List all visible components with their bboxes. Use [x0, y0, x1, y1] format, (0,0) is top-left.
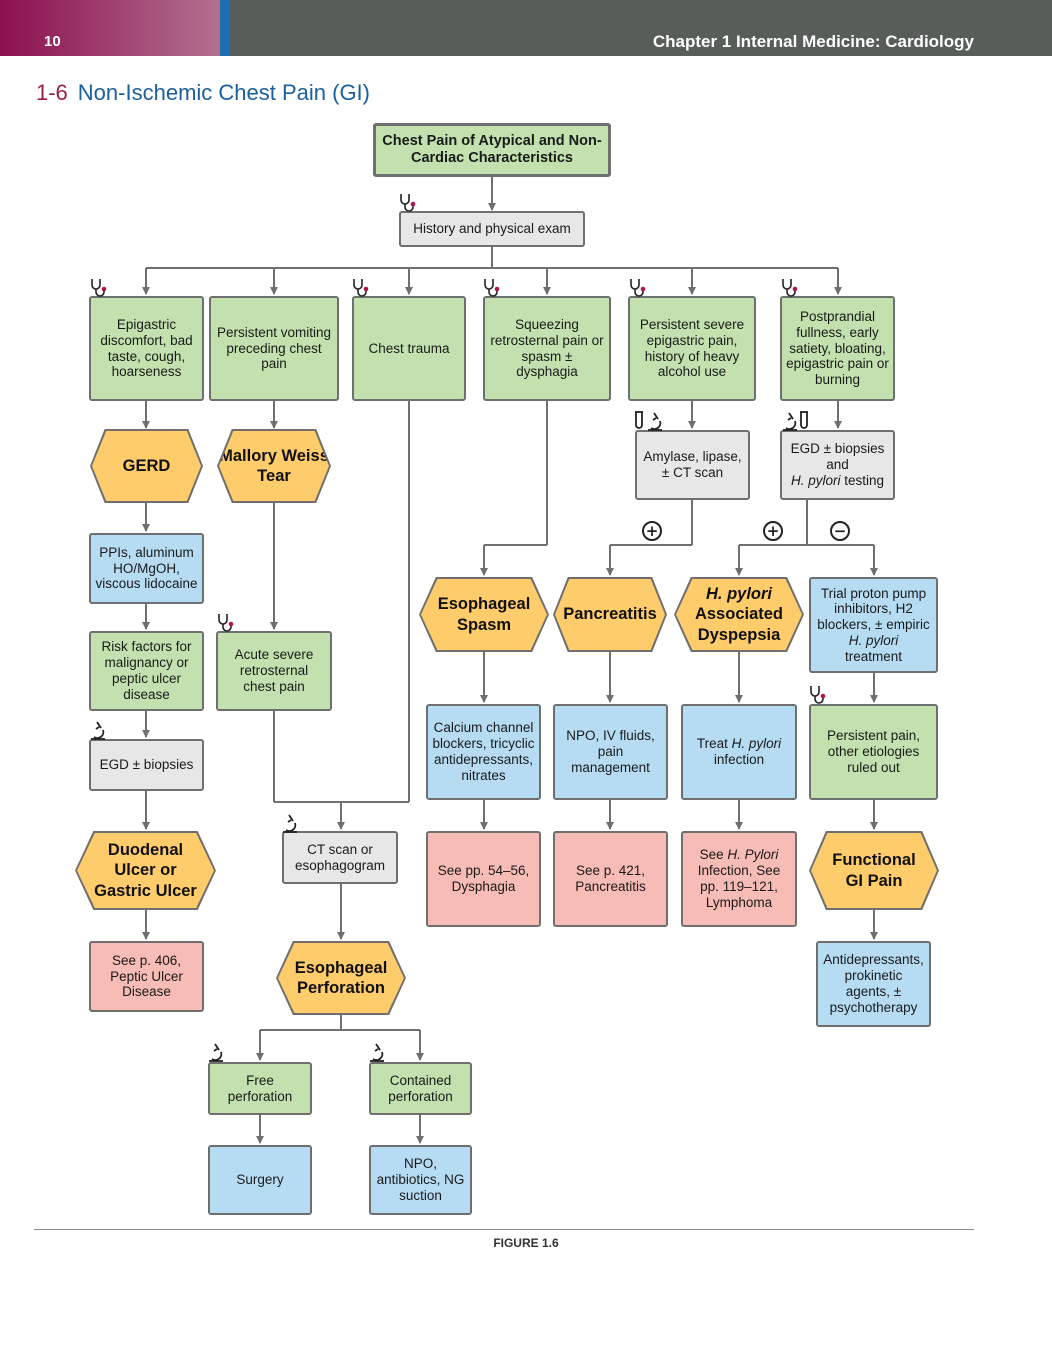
node-free-perforation: Free perforation	[208, 1062, 312, 1115]
node-postprandial: Postprandial fullness, early satiety, bl…	[780, 296, 895, 401]
page-number: 10	[44, 33, 61, 50]
positive-result-icon: +	[763, 521, 783, 541]
stethoscope-icon	[353, 279, 369, 297]
microscope-icon	[283, 814, 297, 833]
section-number: 1-6	[36, 80, 68, 105]
node-contained-perforation: Contained perforation	[369, 1062, 472, 1115]
section-title: 1-6 Non-Ischemic Chest Pain (GI)	[36, 80, 370, 106]
negative-result-icon: −	[830, 521, 850, 541]
stethoscope-icon	[91, 279, 107, 297]
trial-italic: H. pylori	[848, 632, 899, 648]
node-npo-antibiotics: NPO, antibiotics, NG suction	[369, 1145, 472, 1215]
see-lymph-text: See	[699, 847, 724, 863]
positive-sign: +	[646, 522, 659, 540]
node-calcium: Calcium channel blockers, tricyclic anti…	[426, 704, 541, 800]
see-lymph-italic: H. Pylori	[727, 847, 779, 863]
node-persistent: Persistent pain, other etiologies ruled …	[809, 704, 938, 800]
microscope-icon	[370, 1043, 384, 1062]
node-egd-biopsies: EGD ± biopsies	[89, 739, 204, 791]
treat-hp-italic: H. pylori	[731, 736, 782, 752]
node-history: History and physical exam	[399, 211, 585, 247]
node-see-pancreatitis: See p. 421, Pancreatitis	[553, 831, 668, 927]
test-tube-icon	[635, 411, 643, 429]
node-vomiting: Persistent vomiting preceding chest pain	[209, 296, 339, 401]
footer-rule	[34, 1229, 974, 1230]
dx-duodenal-label: Duodenal Ulcer or Gastric Ulcer	[77, 833, 214, 908]
microscope-icon	[648, 412, 662, 431]
stethoscope-icon	[400, 194, 416, 212]
node-trauma: Chest trauma	[352, 296, 466, 401]
stethoscope-icon	[810, 686, 826, 704]
microscope-icon	[209, 1043, 223, 1062]
stethoscope-icon	[782, 279, 798, 297]
dx-esophageal-perforation: Esophageal Perforation	[276, 941, 406, 1015]
page-header: 10 Chapter 1 Internal Medicine: Cardiolo…	[0, 0, 1052, 56]
hp-dysp-text: Associated Dyspepsia	[694, 605, 784, 644]
treat-hp-text: Treat	[696, 736, 728, 752]
header-accent	[220, 0, 230, 56]
node-squeezing: Squeezing retrosternal pain or spasm ± d…	[483, 296, 611, 401]
see-lymph-tail: Infection, See pp. 119–121, Lymphoma	[697, 863, 781, 910]
dx-gerd-label: GERD	[92, 431, 201, 501]
negative-sign: −	[834, 522, 847, 540]
egd-hp-text: EGD ± biopsies and	[790, 441, 885, 473]
node-acute: Acute severe retrosternal chest pain	[216, 631, 332, 711]
figure-caption: FIGURE 1.6	[493, 1236, 559, 1250]
stethoscope-icon	[218, 614, 234, 632]
node-antidepressants: Antidepressants, prokinetic agents, ± ps…	[816, 941, 931, 1027]
dx-esophageal-spasm: Esophageal Spasm	[419, 577, 549, 652]
chapter-title: Chapter 1 Internal Medicine: Cardiology	[652, 32, 974, 51]
egd-hp-italic: H. pylori	[790, 472, 841, 488]
node-ppis: PPIs, aluminum HO/MgOH, viscous lidocain…	[89, 533, 204, 604]
node-start: Chest Pain of Atypical and Non-Cardiac C…	[373, 123, 611, 177]
node-severe-epigastric: Persistent severe epigastric pain, histo…	[628, 296, 756, 401]
header-bar	[230, 0, 1052, 56]
dx-pancreatitis-label: Pancreatitis	[555, 579, 665, 650]
dx-functional-gi: Functional GI Pain	[809, 831, 939, 910]
stethoscope-icon	[484, 279, 500, 297]
node-see-dysphagia: See pp. 54–56, Dysphagia	[426, 831, 541, 927]
node-surgery: Surgery	[208, 1145, 312, 1215]
node-ct-esophagogram: CT scan or esophagogram	[282, 831, 398, 884]
node-epigastric: Epigastric discomfort, bad taste, cough,…	[89, 296, 204, 401]
dx-esophageal-perforation-label: Esophageal Perforation	[278, 943, 404, 1013]
node-npo-iv: NPO, IV fluids, pain management	[553, 704, 668, 800]
section-title-text: Non-Ischemic Chest Pain (GI)	[77, 80, 370, 105]
egd-hp-tail: testing	[840, 472, 885, 488]
node-trial-ppi: Trial proton pump inhibitors, H2 blocker…	[809, 577, 938, 673]
dx-gerd: GERD	[90, 429, 203, 503]
treat-hp-tail: infection	[713, 752, 765, 767]
dx-functional-label: Functional GI Pain	[811, 833, 937, 908]
dx-esophageal-spasm-label: Esophageal Spasm	[421, 579, 547, 650]
dx-mallory-weiss: Mallory Weiss Tear	[217, 429, 331, 503]
node-amylase: Amylase, lipase, ± CT scan	[635, 430, 750, 500]
dx-duodenal-ulcer: Duodenal Ulcer or Gastric Ulcer	[75, 831, 216, 910]
trial-text: Trial proton pump inhibitors, H2 blocker…	[817, 585, 930, 633]
microscope-icon	[91, 721, 105, 740]
positive-result-icon: +	[642, 521, 662, 541]
dx-mallory-label: Mallory Weiss Tear	[219, 431, 329, 501]
node-see-ulcer: See p. 406, Peptic Ulcer Disease	[89, 941, 204, 1012]
hp-dysp-italic: H. pylori	[705, 585, 772, 604]
trial-tail: treatment	[844, 648, 903, 664]
stethoscope-icon	[630, 279, 646, 297]
test-tube-icon	[800, 411, 808, 429]
positive-sign: +	[767, 522, 780, 540]
header-gradient	[0, 0, 220, 56]
node-risk: Risk factors for malignancy or peptic ul…	[89, 631, 204, 711]
dx-pancreatitis: Pancreatitis	[553, 577, 667, 652]
microscope-icon	[783, 412, 797, 431]
